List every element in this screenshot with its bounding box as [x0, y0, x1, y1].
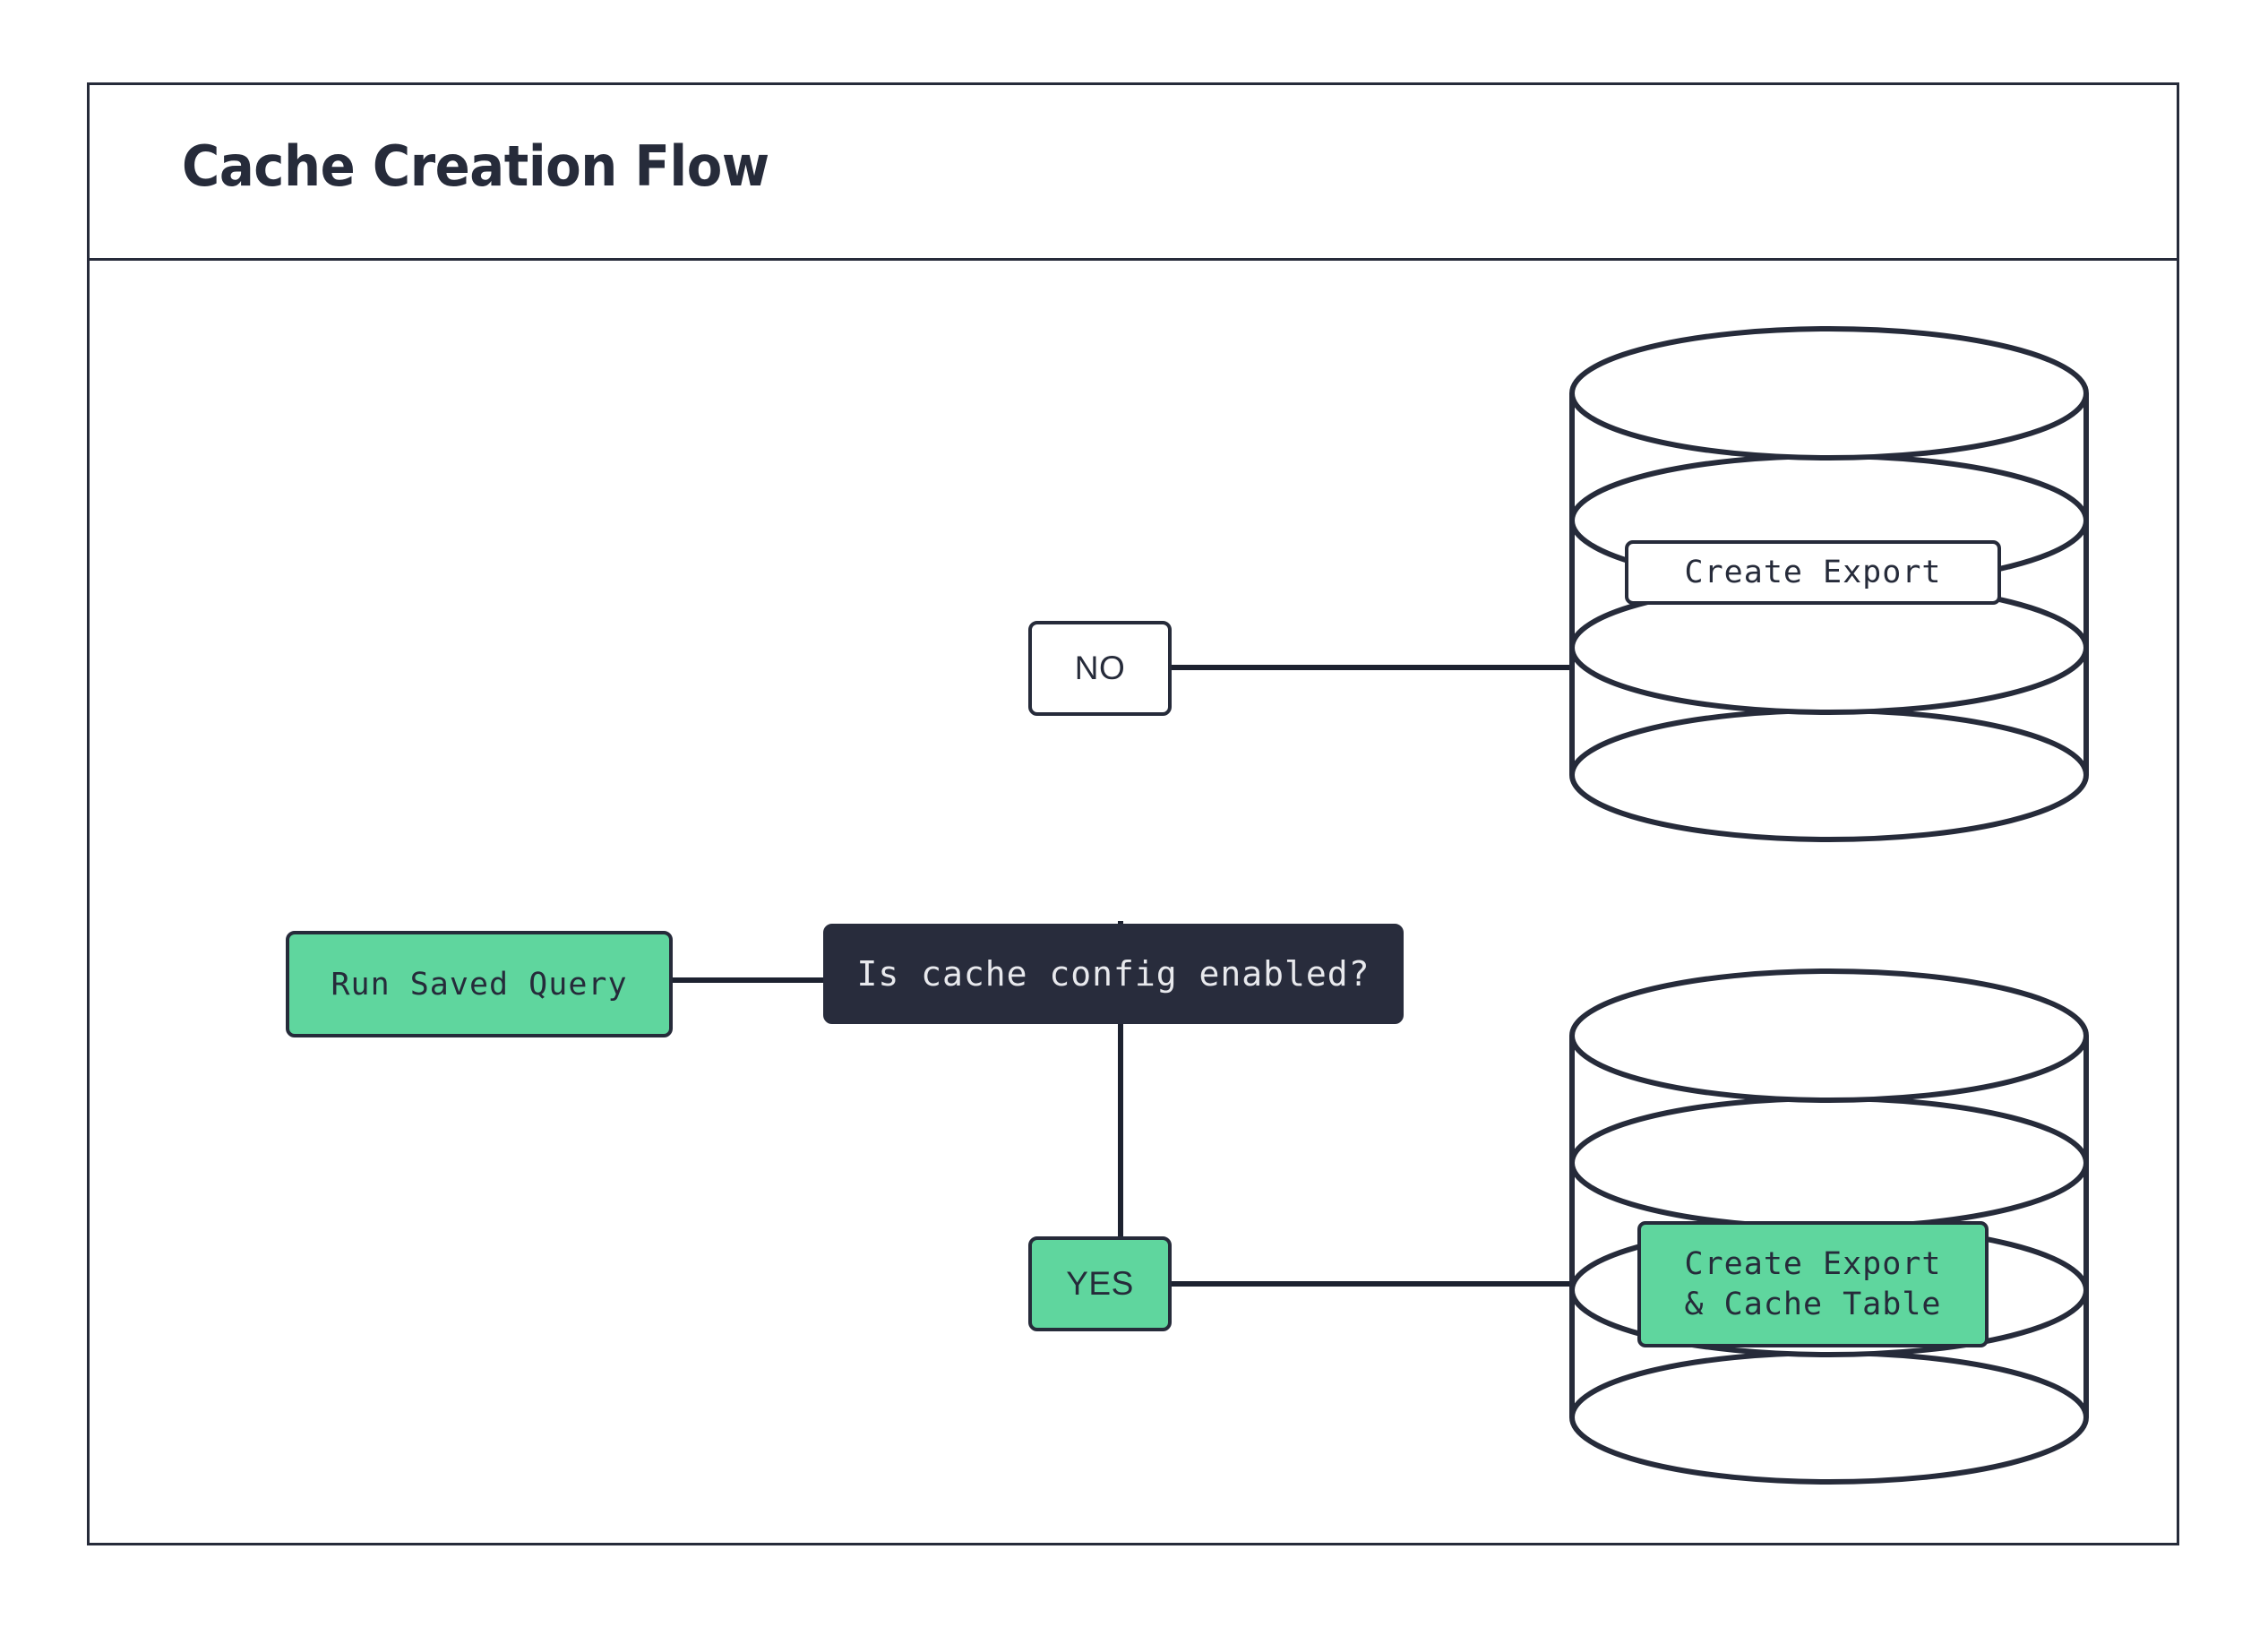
database-label-text-line-2: & Cache Table [1684, 1286, 1942, 1322]
page-title: Cache Creation Flow [182, 133, 769, 199]
node-branch-no[interactable]: NO [1028, 621, 1172, 716]
diagram-frame: Cache Creation Flow [87, 82, 2179, 1545]
node-branch-no-label: NO [1074, 650, 1126, 686]
diagram-header: Cache Creation Flow [90, 85, 2177, 261]
database-label-text-line-1: Create Export [1684, 1245, 1942, 1282]
node-run-saved-query-label: Run Saved Query [331, 966, 628, 1003]
database-stack-create-export-cache-table[interactable]: Create Export & Cache Table [1568, 968, 2090, 1485]
database-stack-create-export[interactable]: Create Export [1568, 325, 2090, 843]
node-branch-yes[interactable]: YES [1028, 1236, 1172, 1331]
node-branch-yes-label: YES [1066, 1265, 1134, 1302]
database-label-create-export-cache-table: Create Export & Cache Table [1637, 1221, 1989, 1347]
database-label-text: Create Export [1684, 554, 1942, 590]
node-decision-is-cache-config-enabled[interactable]: Is cache config enabled? [823, 924, 1404, 1024]
database-label-create-export: Create Export [1625, 540, 2001, 605]
node-run-saved-query[interactable]: Run Saved Query [286, 931, 673, 1037]
node-decision-label: Is cache config enabled? [856, 954, 1370, 994]
diagram-canvas: Create Export Create Export [90, 261, 2177, 1545]
